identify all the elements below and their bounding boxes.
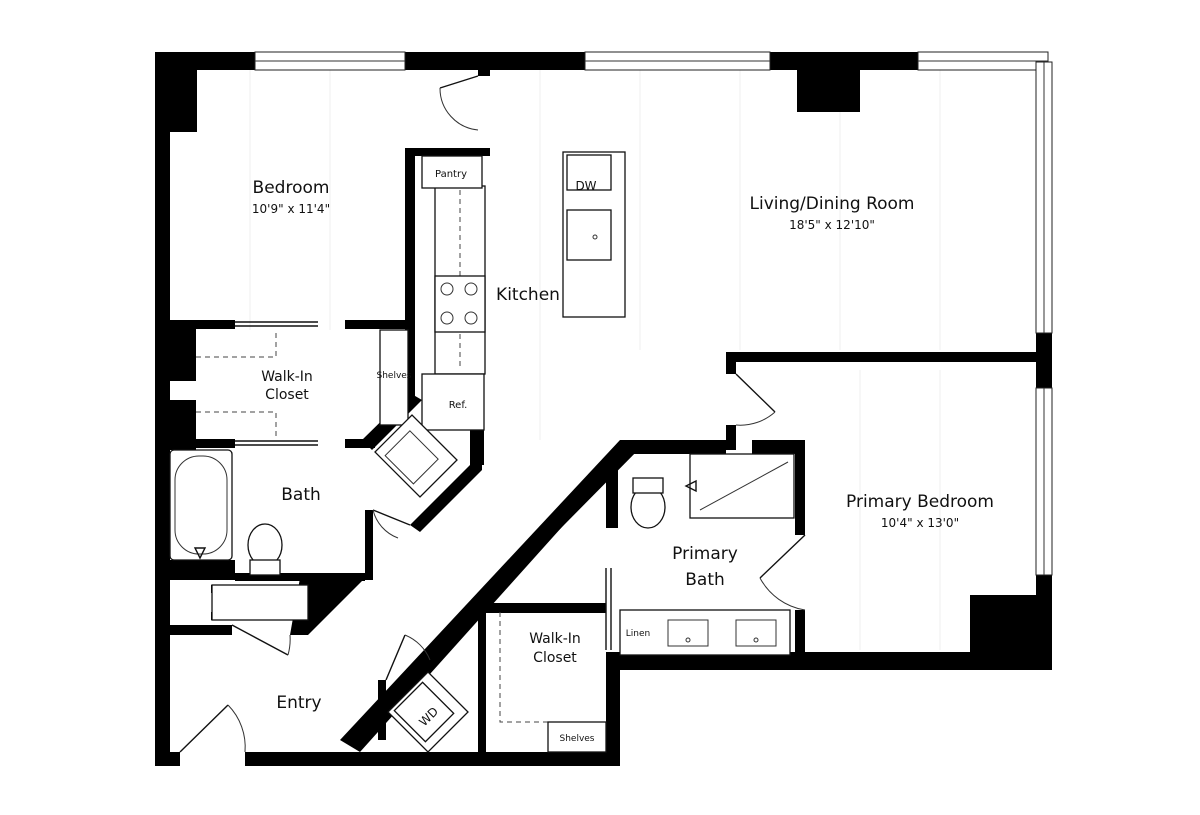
- entry-label: Entry: [276, 693, 321, 713]
- bath-fixtures: [169, 414, 795, 656]
- primary-bedroom-dimensions: 10'4" x 13'0": [881, 516, 959, 530]
- pantry-label: Pantry: [435, 169, 467, 180]
- floor-texture: [249, 70, 941, 650]
- walk-in-closet-label: Walk-In: [261, 369, 313, 385]
- shelves-label: Shelves: [376, 371, 411, 381]
- kitchen-fixtures: [421, 151, 626, 431]
- living-dining-dimensions: 18'5" x 12'10": [789, 218, 875, 232]
- primary-bath-label: Primary: [672, 544, 738, 564]
- primary-bath-label-2: Bath: [685, 570, 725, 590]
- closet-shelves-label: Shelves: [559, 734, 594, 744]
- doors: [179, 75, 806, 753]
- windows: [254, 51, 1053, 576]
- dishwasher: [566, 154, 612, 191]
- closet-fixtures: [196, 329, 607, 753]
- primary-bedroom-label: Primary Bedroom: [846, 492, 994, 512]
- primary-walk-in-closet-label-2: Closet: [533, 650, 577, 666]
- walk-in-closet-label-2: Closet: [265, 387, 309, 403]
- outer-walls: [155, 52, 1052, 766]
- living-dining-label: Living/Dining Room: [750, 194, 915, 214]
- dishwasher-label: DW: [575, 179, 596, 193]
- bedroom-dimensions: 10'9" x 11'4": [252, 202, 330, 216]
- interior-walls: [170, 148, 1036, 752]
- bedroom-label: Bedroom: [253, 178, 330, 198]
- bath-label: Bath: [281, 485, 321, 505]
- room-labels: Bedroom 10'9" x 11'4" Living/Dining Room…: [252, 178, 994, 713]
- linen-label: Linen: [626, 629, 650, 639]
- laundry: [387, 671, 469, 753]
- primary-walk-in-closet-label: Walk-In: [529, 631, 581, 647]
- refrigerator-label: Ref.: [449, 400, 468, 411]
- kitchen-label: Kitchen: [496, 285, 560, 305]
- island-sink: [566, 209, 612, 261]
